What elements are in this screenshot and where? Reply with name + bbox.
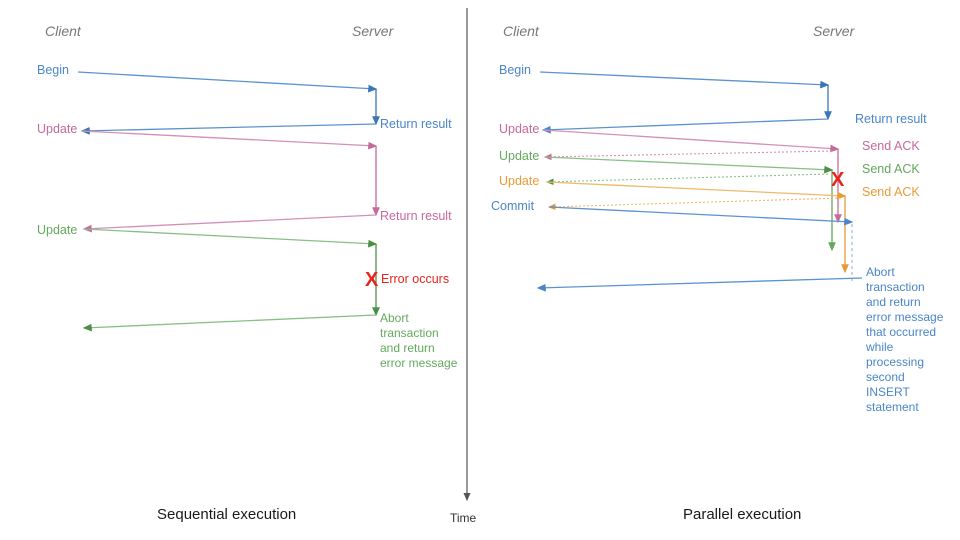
left-label-update-1: Update xyxy=(37,122,78,136)
left-lane-header-client: Client xyxy=(45,23,81,39)
left-label-begin: Begin xyxy=(37,63,69,77)
right-label-update-3: Update xyxy=(499,174,540,188)
arrow-p-begin-request xyxy=(539,71,830,89)
right-label-begin: Begin xyxy=(499,63,531,77)
left-abort-message-block: Abort transaction and return error messa… xyxy=(380,311,458,370)
sequential-panel-wires xyxy=(77,71,380,332)
right-label-update-2: Update xyxy=(499,149,540,163)
time-axis-label: Time xyxy=(450,511,477,525)
right-panel-caption: Parallel execution xyxy=(683,506,802,523)
parallel-panel-wires xyxy=(536,71,863,292)
arrow-return-result-1 xyxy=(80,123,377,135)
left-label-update-2: Update xyxy=(37,223,78,237)
right-label-send-ack-1: Send ACK xyxy=(862,139,920,153)
right-label-send-ack-2: Send ACK xyxy=(862,162,920,176)
arrow-p-abort-return xyxy=(536,277,863,292)
left-panel-caption: Sequential execution xyxy=(157,506,297,523)
arrow-p-update-2-request xyxy=(544,156,834,174)
arrow-update-2-request xyxy=(83,228,378,248)
right-error-x-icon: X xyxy=(831,169,845,191)
left-label-return-result-2: Return result xyxy=(380,209,452,223)
arrow-p-update-1-request xyxy=(542,129,840,153)
right-label-commit: Commit xyxy=(491,199,535,213)
arrow-update-1-request xyxy=(81,130,378,150)
arrow-p-ack-3-dotted xyxy=(547,197,842,211)
left-error-x-icon: X xyxy=(365,269,379,291)
arrow-p-commit-request xyxy=(548,206,854,226)
right-abort-message-block: Abort transaction and return error messa… xyxy=(866,265,944,414)
left-label-error-occurs: Error occurs xyxy=(381,272,450,286)
arrow-p-update-3-request xyxy=(546,181,847,200)
right-label-update-1: Update xyxy=(499,122,540,136)
right-label-return-result: Return result xyxy=(855,112,927,126)
arrow-p-return-result xyxy=(541,118,829,134)
arrow-p-ack-1-dotted xyxy=(543,150,833,161)
arrow-return-result-2 xyxy=(82,214,377,233)
right-label-send-ack-3: Send ACK xyxy=(862,185,920,199)
right-lane-header-server: Server xyxy=(813,23,855,39)
arrow-p-ack-2-dotted xyxy=(545,173,829,186)
arrow-abort-return xyxy=(82,314,377,332)
left-label-return-result-1: Return result xyxy=(380,117,452,131)
right-lane-header-client: Client xyxy=(503,23,539,39)
left-lane-header-server: Server xyxy=(352,23,394,39)
arrow-begin-request xyxy=(77,71,378,93)
